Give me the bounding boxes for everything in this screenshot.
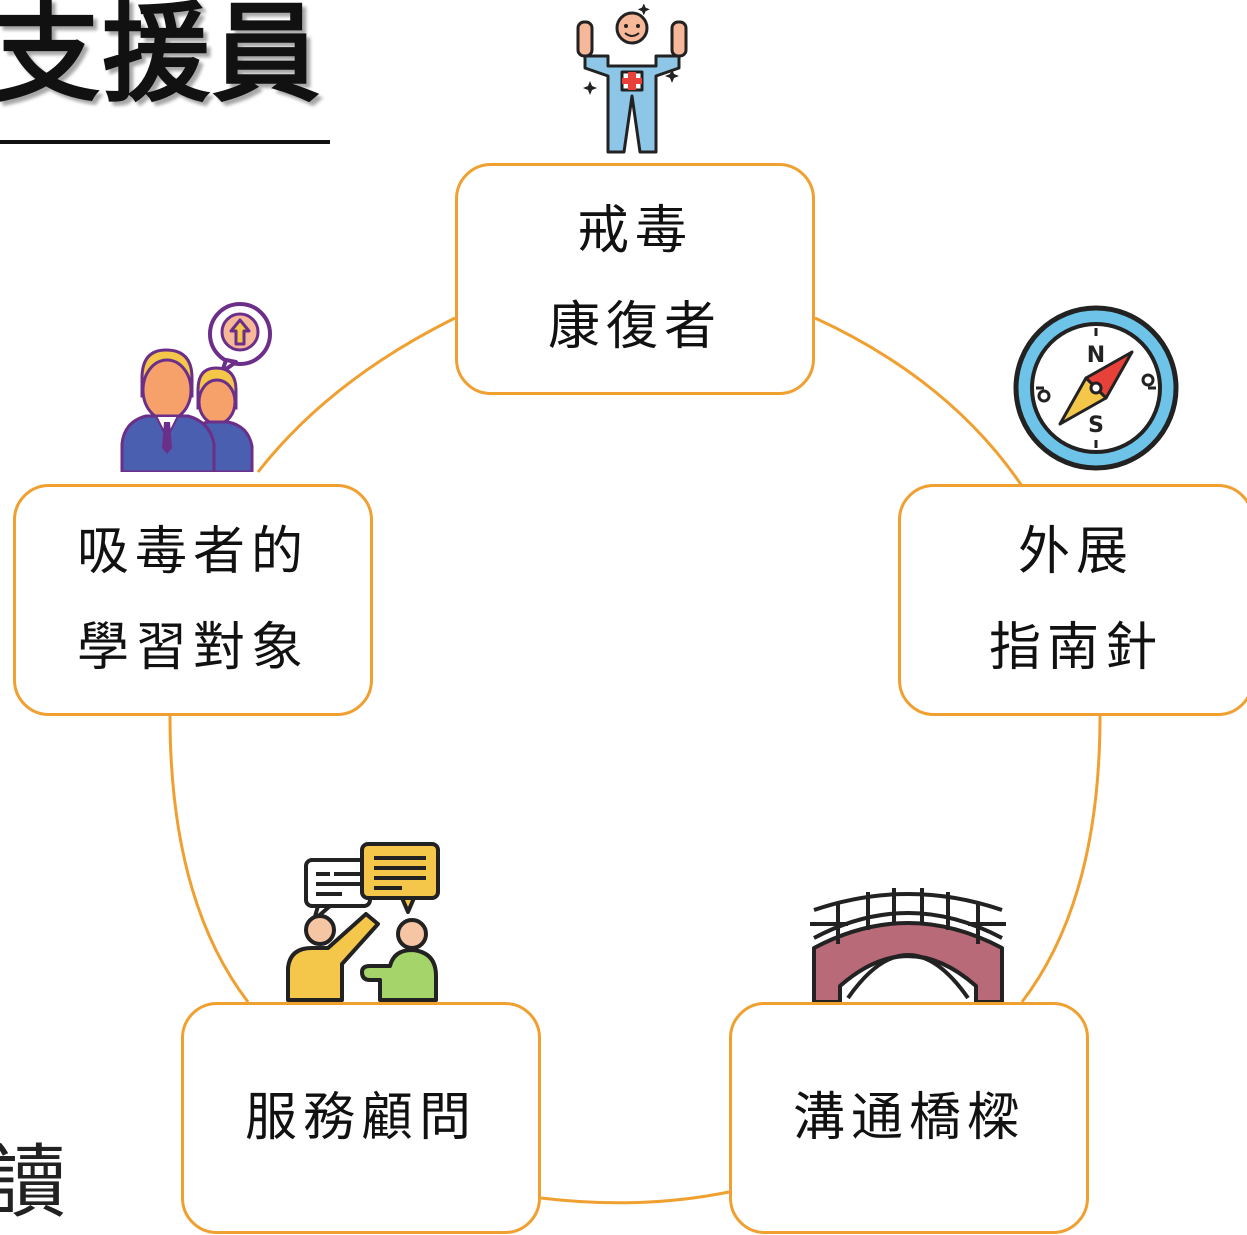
node-role-model-line2: 學習對象 [76,618,309,678]
node-advisor: 服務顧問 [181,1002,541,1234]
node-bridge: 溝通橋樑 [729,1002,1089,1234]
node-role-model-line1: 吸毒者的 [76,521,309,582]
node-recovered-line1: 戒毒 [576,200,693,261]
compass-icon: N S [1013,305,1179,471]
node-role-model: 吸毒者的 學習對象 [13,484,373,716]
recovered-person-icon [576,4,688,154]
page-title: 支援員 [0,0,323,117]
title-underline [0,140,330,144]
compass-north-label: N [1087,343,1105,368]
node-outreach: 外展 指南針 [898,484,1247,716]
discussion-icon [286,842,440,1002]
bridge-icon [810,888,1006,1002]
edge-text-fragment: 讀 [0,1136,66,1229]
node-outreach-line1: 外展 [1017,521,1134,582]
node-recovered: 戒毒 康復者 [455,163,815,395]
node-recovered-line2: 康復者 [547,297,722,357]
compass-south-label: S [1088,413,1104,438]
businessmen-icon [120,302,272,472]
node-bridge-label: 溝通橋樑 [792,1087,1025,1148]
node-outreach-line2: 指南針 [988,618,1163,678]
node-advisor-label: 服務顧問 [244,1087,477,1148]
